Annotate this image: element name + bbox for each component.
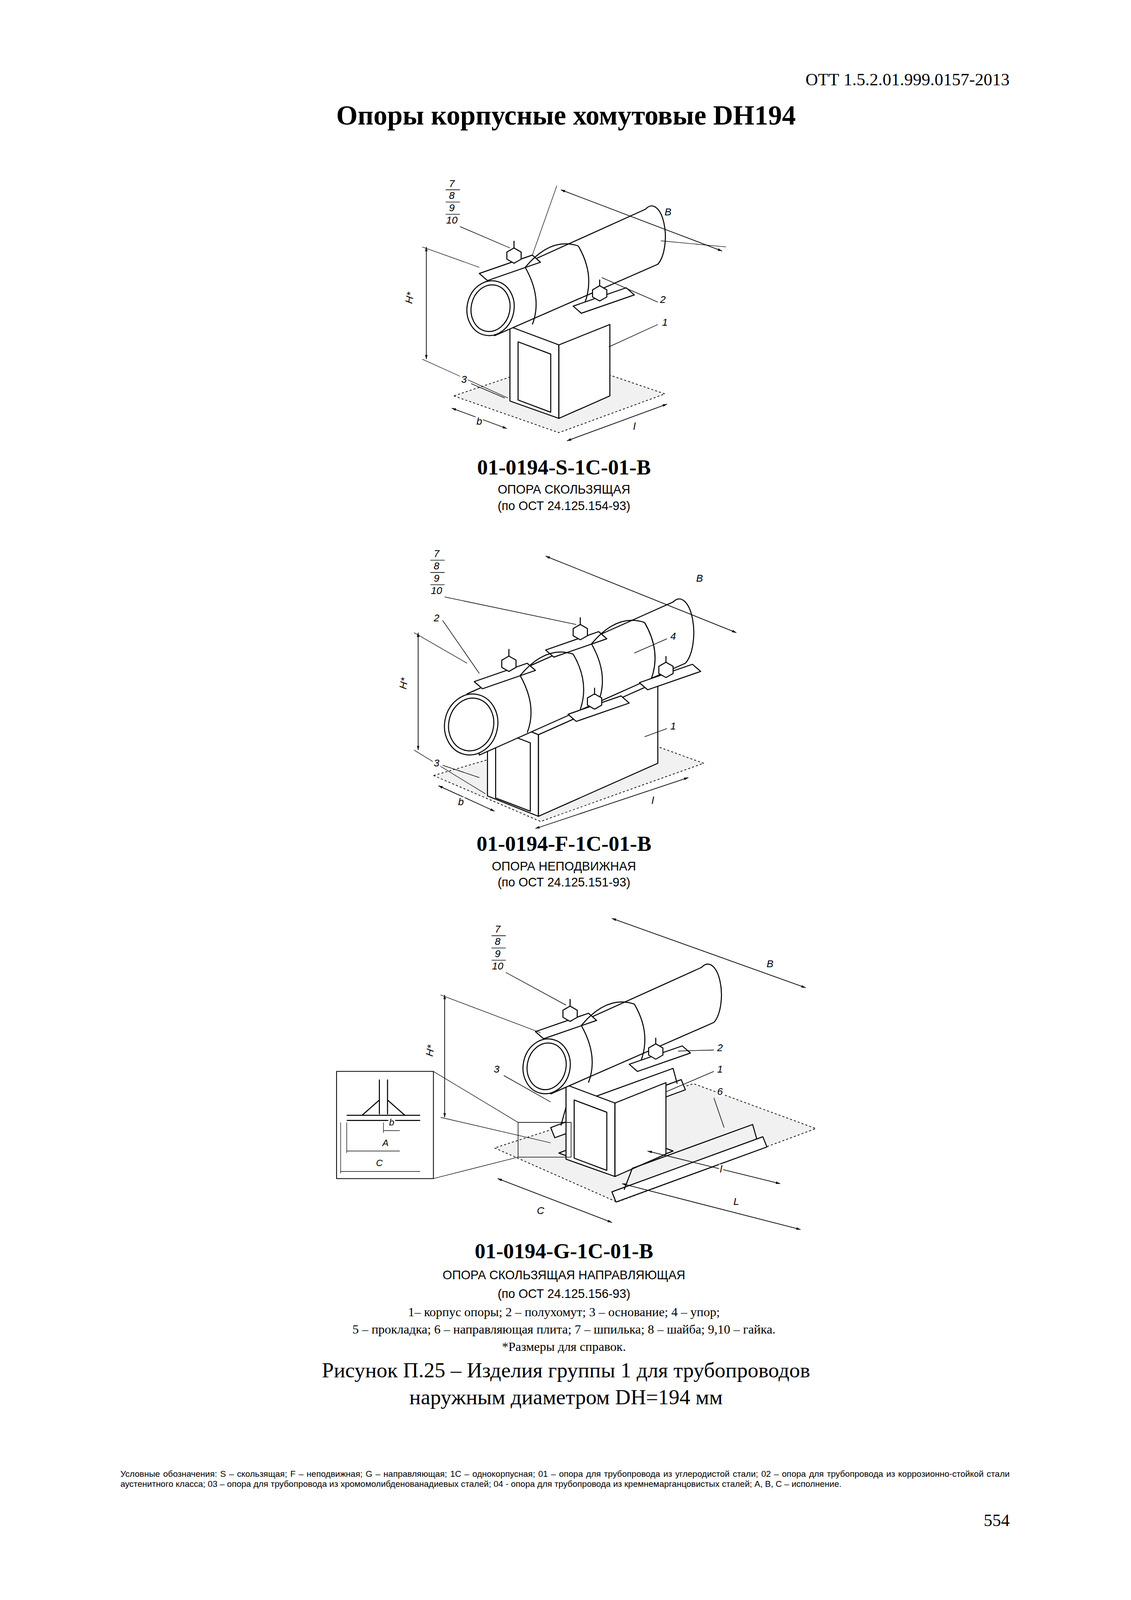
callout-number: 10 — [430, 585, 444, 596]
standard-ref: (по ОСТ 24.125.151-93) — [497, 876, 631, 889]
callout-number: 9 — [447, 202, 456, 213]
callout-number: 9 — [493, 948, 502, 959]
callout-number: H* — [424, 1042, 437, 1058]
callout-number: 9 — [432, 573, 441, 584]
document-code: ОТТ 1.5.2.01.999.0157-2013 — [805, 70, 1010, 89]
legend-note: Условные обозначения: S – скользящая; F … — [120, 1468, 1010, 1489]
callout-number: 6 — [716, 1086, 724, 1097]
page-title: Опоры корпусные хомутовые DН194 — [336, 101, 796, 130]
callout-number: 2 — [716, 1042, 724, 1053]
callout-number: 3 — [492, 1063, 501, 1074]
callout-number: l — [650, 795, 655, 806]
page-number: 554 — [983, 1510, 1010, 1529]
callout-number: 7 — [447, 178, 456, 189]
product-name: ОПОРА НЕПОДВИЖНАЯ — [492, 859, 637, 872]
callout-number: 3 — [432, 757, 441, 768]
callout-number: L — [732, 1196, 740, 1207]
callout-number: C — [535, 1205, 545, 1216]
callout-number: 10 — [445, 215, 459, 226]
product-name: ОПОРА СКОЛЬЗЯЩАЯ НАПРАВЛЯЮЩАЯ — [442, 1268, 686, 1282]
callout-number: 8 — [493, 936, 502, 947]
product-code: 01-0194-S-1C-01-B — [477, 456, 651, 478]
product-code: 01-0194-F-1C-01-B — [476, 832, 652, 855]
callout-number: H* — [397, 675, 410, 691]
callout-number: 7 — [493, 923, 502, 934]
callout-number: l — [719, 1163, 724, 1174]
standard-ref: (по ОСТ 24.125.156-93) — [497, 1286, 631, 1300]
callout-number: 1 — [716, 1063, 724, 1074]
sliding-support — [422, 185, 727, 441]
callout-number: 7 — [432, 548, 441, 559]
callout-number: 10 — [491, 960, 505, 971]
callout-number: b — [475, 415, 483, 426]
product-name: ОПОРА СКОЛЬЗЯЩАЯ — [497, 483, 630, 496]
callout-number: l — [632, 421, 637, 432]
callout-number: 3 — [460, 374, 468, 385]
footnote: *Размеры для справок. — [502, 1339, 627, 1353]
callout-number: B — [695, 573, 705, 584]
callout-number: b — [457, 796, 465, 807]
callout-number: b — [388, 1117, 395, 1127]
fixed-support — [414, 555, 737, 829]
callout-number: 8 — [447, 190, 456, 201]
callout-number: 8 — [432, 560, 441, 571]
callout-number: 1 — [669, 721, 677, 732]
callout-number: B — [765, 958, 775, 969]
product-code: 01-0194-G-1C-01-B — [474, 1239, 654, 1261]
parts-list: 1– корпус опоры; 2 – полухомут; 3 – осно… — [408, 1305, 721, 1318]
callout-number: B — [663, 207, 673, 218]
standard-ref: (по ОСТ 24.125.154-93) — [497, 499, 631, 513]
figure-caption: Рисунок П.25 – Изделия группы 1 для труб… — [290, 1356, 842, 1410]
guided-support — [336, 918, 816, 1230]
callout-number: 2 — [658, 294, 667, 305]
callout-number: 2 — [432, 612, 441, 623]
callout-number: H* — [403, 290, 416, 306]
callout-number: 4 — [669, 631, 677, 642]
parts-list: 5 – прокладка; 6 – направляющая плита; 7… — [352, 1322, 776, 1336]
callout-number: 1 — [661, 316, 669, 327]
callout-number: A — [381, 1137, 390, 1147]
callout-number: C — [375, 1157, 384, 1168]
